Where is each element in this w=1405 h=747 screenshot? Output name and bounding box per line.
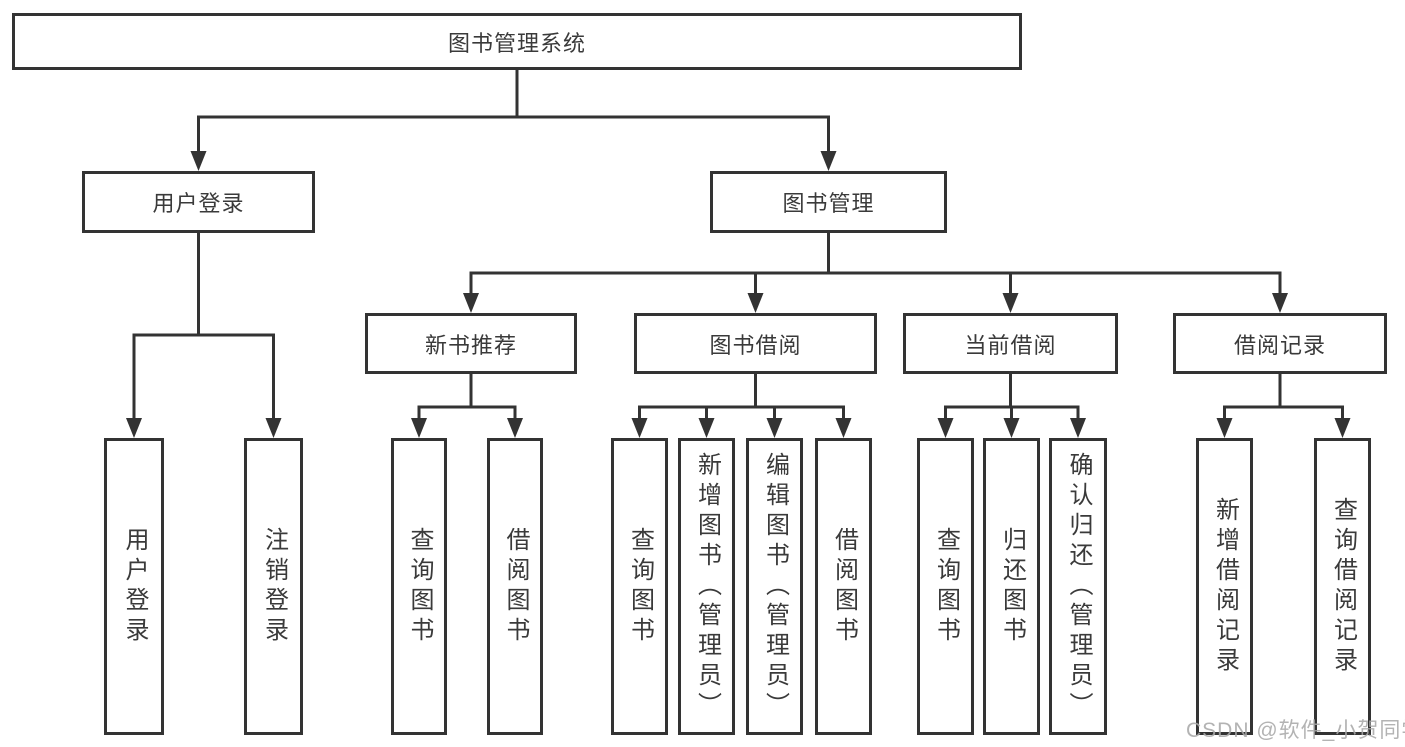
node-label: 借阅图书: [830, 526, 858, 647]
leaf-borrow-borrow-books: 借阅图书: [815, 438, 872, 735]
arrow-down-icon: [190, 151, 207, 171]
node-label: 新书推荐: [424, 332, 517, 358]
node-borrow-record: 借阅记录: [1173, 313, 1387, 374]
node-label: 确认归还（管理员）: [1065, 451, 1092, 722]
arrow-down-icon: [1216, 418, 1233, 438]
arrow-down-icon: [463, 293, 479, 313]
connector-current-borrow: [944, 374, 1080, 419]
node-label: 查询图书: [406, 526, 433, 647]
arrow-down-icon: [937, 418, 954, 438]
node-label: 新增借阅记录: [1211, 496, 1239, 677]
node-label: 图书管理系统: [447, 30, 586, 56]
node-label: 归还图书: [998, 526, 1026, 647]
arrow-down-icon: [747, 293, 764, 313]
arrow-down-icon: [820, 151, 837, 171]
leaf-borrow-edit-books-admin: 编辑图书（管理员）: [746, 438, 803, 735]
node-label: 图书管理: [782, 191, 875, 216]
arrow-down-icon: [698, 418, 715, 438]
arrow-down-icon: [1070, 418, 1086, 438]
leaf-newbook-borrow-books: 借阅图书: [487, 438, 543, 735]
csdn-watermark: CSDN @软件_小贺同学: [1186, 719, 1405, 742]
connector-book-borrow: [638, 374, 845, 419]
arrow-down-icon: [265, 418, 282, 438]
node-label: 用户登录: [152, 191, 245, 216]
connector-book-mgmt: [469, 233, 1282, 294]
connector-user-login: [132, 233, 275, 419]
leaf-current-return-books: 归还图书: [983, 438, 1040, 735]
node-current-borrow: 当前借阅: [903, 313, 1118, 374]
leaf-user-login: 用户登录: [104, 438, 164, 735]
node-label: 新增图书（管理员）: [693, 451, 721, 722]
arrow-down-icon: [835, 418, 852, 438]
node-book-mgmt: 图书管理: [710, 171, 947, 233]
arrow-down-icon: [507, 418, 523, 438]
arrow-down-icon: [411, 418, 427, 438]
leaf-borrow-add-books-admin: 新增图书（管理员）: [678, 438, 735, 735]
leaf-record-add-borrow-record: 新增借阅记录: [1196, 438, 1253, 735]
leaf-current-confirm-return-admin: 确认归还（管理员）: [1049, 438, 1107, 735]
connector-new-book-rec: [417, 374, 517, 419]
arrow-down-icon: [1002, 293, 1019, 313]
connector-borrow-record: [1223, 374, 1344, 419]
node-user-login: 用户登录: [82, 171, 315, 233]
node-root-system: 图书管理系统: [12, 13, 1022, 70]
node-label: 查询图书: [932, 526, 960, 647]
node-label: 图书借阅: [709, 332, 802, 358]
arrow-down-icon: [126, 418, 142, 438]
leaf-record-query-borrow-record: 查询借阅记录: [1314, 438, 1371, 735]
arrow-down-icon: [1003, 418, 1020, 438]
node-label: 注销登录: [260, 526, 288, 647]
node-new-book-rec: 新书推荐: [365, 313, 577, 374]
connector-root-to-branches: [197, 70, 830, 152]
leaf-newbook-query-books: 查询图书: [391, 438, 447, 735]
node-label: 用户登录: [121, 526, 148, 647]
node-label: 查询借阅记录: [1329, 496, 1357, 677]
leaf-current-query-books: 查询图书: [917, 438, 974, 735]
node-label: 当前借阅: [964, 332, 1057, 358]
arrow-down-icon: [766, 418, 783, 438]
node-label: 借阅图书: [502, 526, 529, 647]
node-label: 编辑图书（管理员）: [761, 451, 789, 722]
leaf-borrow-query-books: 查询图书: [611, 438, 668, 735]
leaf-logout: 注销登录: [244, 438, 303, 735]
arrow-down-icon: [631, 418, 648, 438]
node-label: 查询图书: [626, 526, 654, 647]
node-label: 借阅记录: [1233, 332, 1326, 358]
node-book-borrow: 图书借阅: [634, 313, 877, 374]
arrow-down-icon: [1334, 418, 1351, 438]
arrow-down-icon: [1272, 293, 1288, 313]
